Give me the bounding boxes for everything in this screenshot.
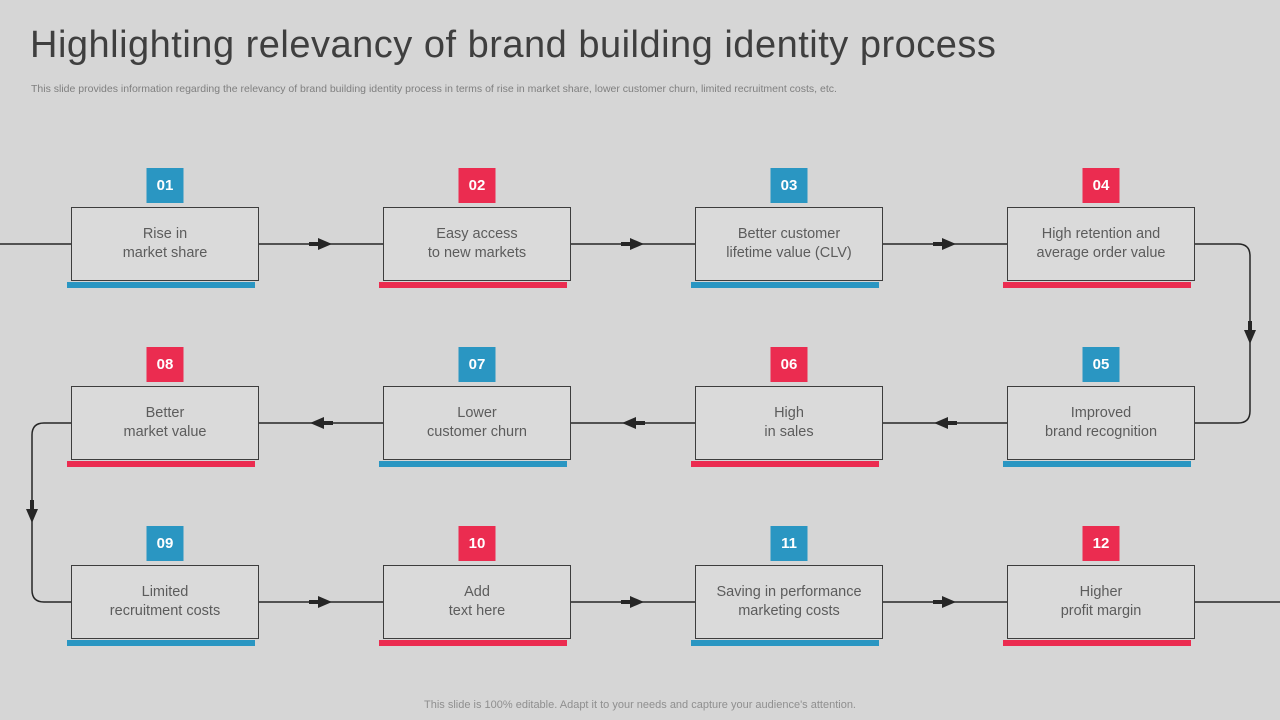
node-number-badge: 06: [770, 347, 808, 382]
node-number-badge: 02: [458, 168, 496, 203]
node-accent-bar: [67, 282, 255, 288]
node-label: Better customer lifetime value (CLV): [695, 207, 883, 281]
node-label: Improved brand recognition: [1007, 386, 1195, 460]
node-number-badge: 01: [146, 168, 184, 203]
node-label: Saving in performance marketing costs: [695, 565, 883, 639]
node-label: Higher profit margin: [1007, 565, 1195, 639]
node-number-badge: 05: [1082, 347, 1120, 382]
node-accent-bar: [379, 461, 567, 467]
node-label: High retention and average order value: [1007, 207, 1195, 281]
node-01: 01 Rise in market share: [67, 168, 259, 288]
node-label: Better market value: [71, 386, 259, 460]
node-label: Add text here: [383, 565, 571, 639]
node-label: High in sales: [695, 386, 883, 460]
node-11: 11 Saving in performance marketing costs: [691, 526, 883, 646]
node-accent-bar: [1003, 640, 1191, 646]
slide-subtitle: This slide provides information regardin…: [31, 83, 837, 95]
node-10: 10 Add text here: [379, 526, 571, 646]
node-label: Rise in market share: [71, 207, 259, 281]
node-accent-bar: [691, 282, 879, 288]
node-accent-bar: [1003, 461, 1191, 467]
page-title: Highlighting relevancy of brand building…: [30, 24, 997, 66]
node-accent-bar: [691, 461, 879, 467]
node-number-badge: 07: [458, 347, 496, 382]
node-08: 08 Better market value: [67, 347, 259, 467]
node-number-badge: 10: [458, 526, 496, 561]
node-number-badge: 04: [1082, 168, 1120, 203]
node-accent-bar: [1003, 282, 1191, 288]
node-12: 12 Higher profit margin: [1003, 526, 1195, 646]
node-number-badge: 03: [770, 168, 808, 203]
node-label: Easy access to new markets: [383, 207, 571, 281]
node-number-badge: 11: [770, 526, 808, 561]
node-09: 09 Limited recruitment costs: [67, 526, 259, 646]
node-accent-bar: [379, 640, 567, 646]
node-accent-bar: [691, 640, 879, 646]
node-06: 06 High in sales: [691, 347, 883, 467]
node-label: Lower customer churn: [383, 386, 571, 460]
node-05: 05 Improved brand recognition: [1003, 347, 1195, 467]
node-accent-bar: [379, 282, 567, 288]
node-04: 04 High retention and average order valu…: [1003, 168, 1195, 288]
node-accent-bar: [67, 461, 255, 467]
node-accent-bar: [67, 640, 255, 646]
node-07: 07 Lower customer churn: [379, 347, 571, 467]
node-label: Limited recruitment costs: [71, 565, 259, 639]
node-number-badge: 12: [1082, 526, 1120, 561]
node-02: 02 Easy access to new markets: [379, 168, 571, 288]
node-number-badge: 08: [146, 347, 184, 382]
node-03: 03 Better customer lifetime value (CLV): [691, 168, 883, 288]
node-number-badge: 09: [146, 526, 184, 561]
slide-footer-note: This slide is 100% editable. Adapt it to…: [424, 699, 856, 711]
